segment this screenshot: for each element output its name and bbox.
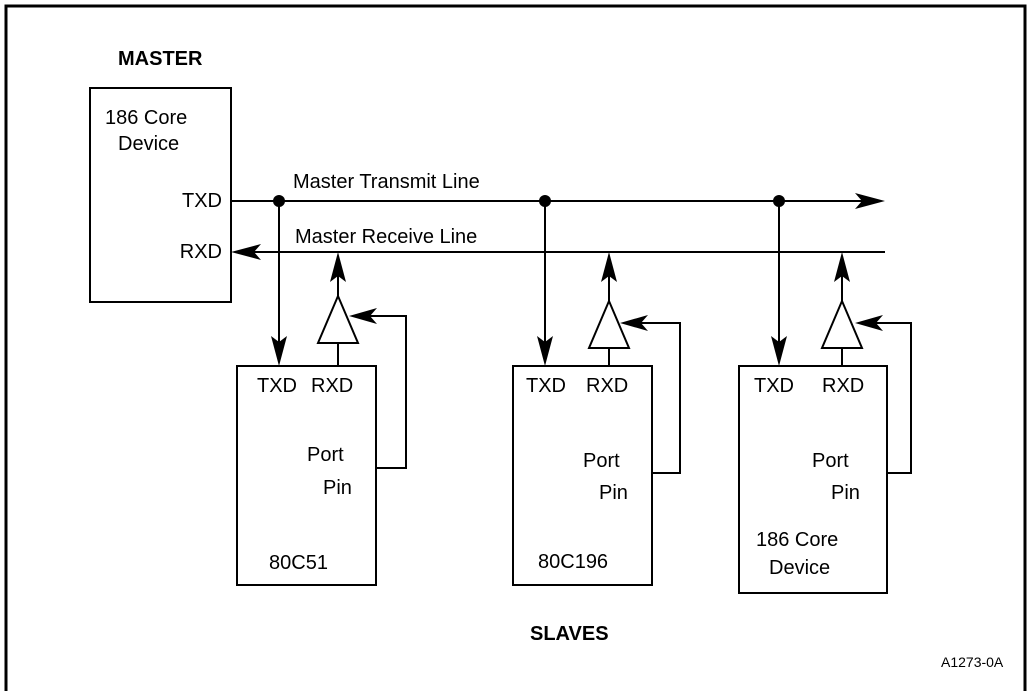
slave2-txd-label: TXD bbox=[526, 375, 566, 397]
slave1-port-feedback bbox=[370, 315, 407, 469]
slave1-txd-label: TXD bbox=[257, 375, 297, 397]
slaves-heading: SLAVES bbox=[530, 623, 609, 645]
figure-border bbox=[4, 4, 1027, 691]
slave3-txd-arrowhead bbox=[771, 336, 787, 366]
master-device-label-1: 186 Core bbox=[105, 107, 187, 129]
slave2-port-label: Port bbox=[583, 450, 620, 472]
slave2-feedback-arrowhead bbox=[620, 315, 648, 331]
master-device-label-2: Device bbox=[118, 133, 179, 155]
master-txd-label: TXD bbox=[182, 190, 222, 212]
slave2-rxd-arrowhead bbox=[601, 252, 617, 282]
slave2-rxd-label: RXD bbox=[586, 375, 628, 397]
slave3-buffer-triangle bbox=[820, 298, 864, 349]
slave3-txd-label: TXD bbox=[754, 375, 794, 397]
slave2-device-name: 80C196 bbox=[538, 551, 608, 573]
slave1-pin-label: Pin bbox=[323, 477, 352, 499]
slave-80c196: TXD RXD Port Pin 80C196 bbox=[512, 201, 681, 586]
slave3-rxd-label: RXD bbox=[822, 375, 864, 397]
master-device-box bbox=[89, 87, 232, 303]
slave3-port-feedback bbox=[875, 322, 912, 474]
slave3-device-name-2: Device bbox=[769, 557, 830, 579]
figure-id: A1273-0A bbox=[941, 654, 1004, 670]
slave3-rxd-arrowhead bbox=[834, 252, 850, 282]
slave-80c51: TXD RXD Port Pin 80C51 bbox=[236, 201, 407, 586]
slave1-rxd-label: RXD bbox=[311, 375, 353, 397]
slave1-device-name: 80C51 bbox=[269, 552, 328, 574]
slave3-device-name-1: 186 Core bbox=[756, 529, 838, 551]
slave1-port-label: Port bbox=[307, 444, 344, 466]
slave1-rxd-arrowhead bbox=[330, 252, 346, 282]
receive-line-arrowhead bbox=[231, 244, 261, 260]
slave2-box bbox=[512, 365, 653, 586]
slave3-port-label: Port bbox=[812, 450, 849, 472]
slave1-txd-arrowhead bbox=[271, 336, 287, 366]
slave1-feedback-arrowhead bbox=[349, 308, 377, 324]
receive-line-label: Master Receive Line bbox=[295, 226, 477, 248]
master-rxd-label: RXD bbox=[180, 241, 222, 263]
slave2-port-feedback bbox=[640, 322, 681, 474]
slave3-box bbox=[738, 365, 888, 594]
slave2-txd-arrowhead bbox=[537, 336, 553, 366]
slave1-box bbox=[236, 365, 377, 586]
master-heading: MASTER bbox=[118, 48, 203, 70]
transmit-line-label: Master Transmit Line bbox=[293, 171, 480, 193]
slave1-buffer-triangle bbox=[316, 293, 360, 344]
transmit-line-arrowhead bbox=[855, 193, 885, 209]
slave2-pin-label: Pin bbox=[599, 482, 628, 504]
slave2-buffer-triangle bbox=[587, 298, 631, 349]
slave3-pin-label: Pin bbox=[831, 482, 860, 504]
slave-186-core-device: TXD RXD Port Pin 186 Core Device bbox=[738, 201, 912, 594]
slave3-feedback-arrowhead bbox=[855, 315, 883, 331]
